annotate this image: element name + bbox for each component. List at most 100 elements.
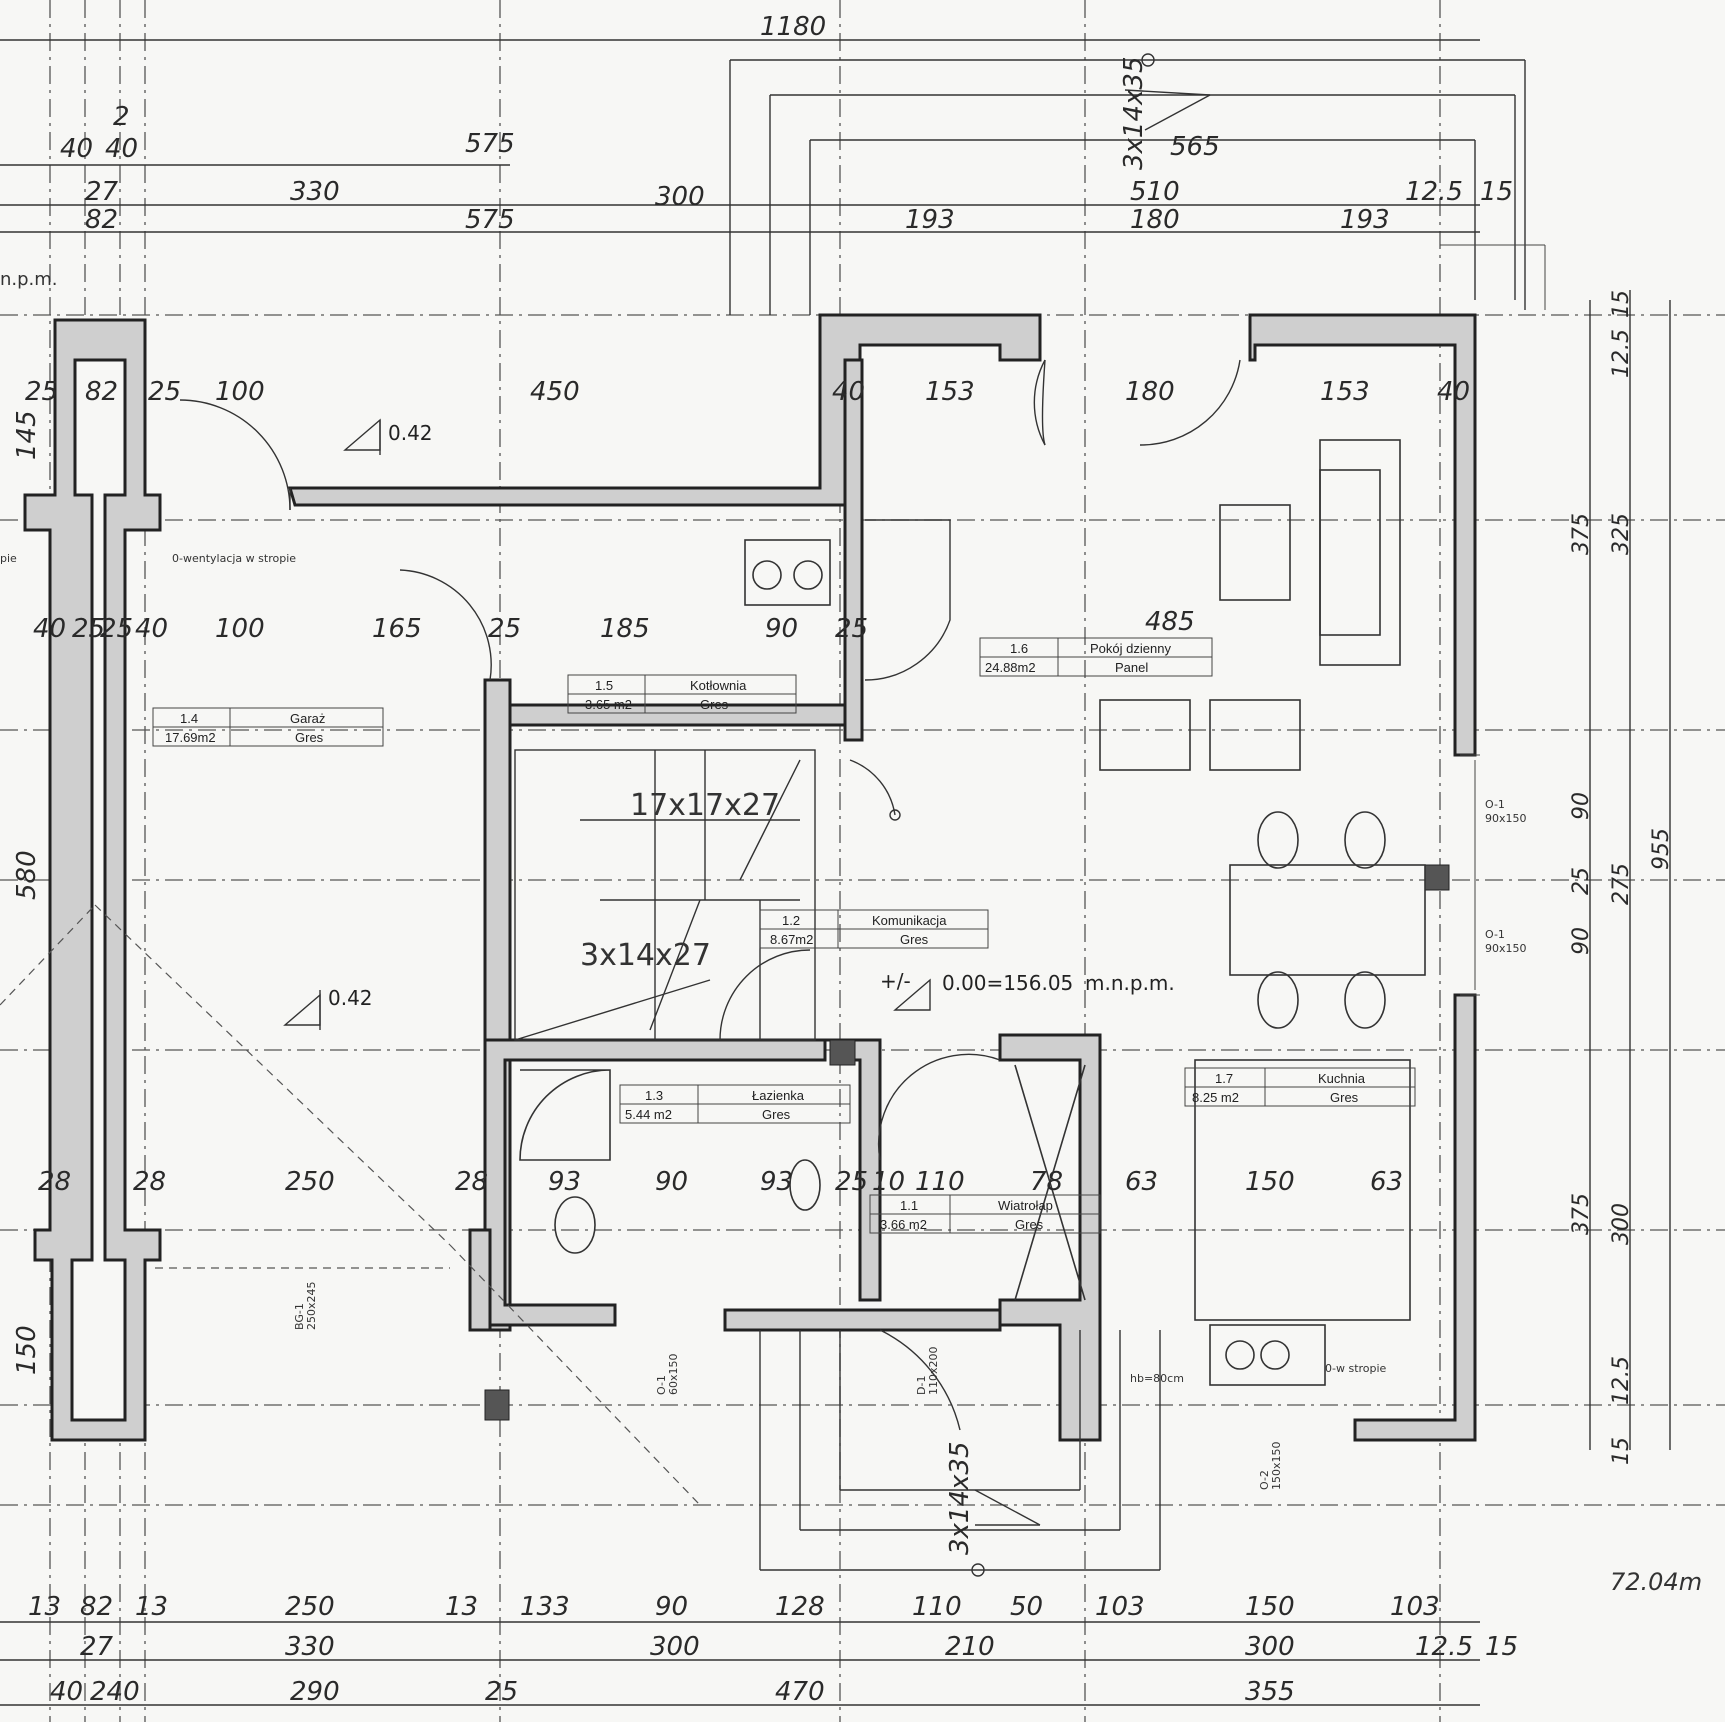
room-komunikacja: 1.2 Komunikacja 8.67m2 Gres xyxy=(759,909,989,949)
svg-text:O-1: O-1 xyxy=(1485,928,1505,941)
level-unit: m.n.p.m. xyxy=(1085,971,1175,995)
dim-12-5: 12.5 xyxy=(1405,177,1463,207)
svg-text:250x245: 250x245 xyxy=(305,1281,318,1330)
svg-text:78: 78 xyxy=(1030,1167,1063,1197)
svg-text:90: 90 xyxy=(1569,792,1594,820)
svg-text:40: 40 xyxy=(33,614,66,644)
svg-text:128: 128 xyxy=(775,1592,825,1622)
dim-180a: 180 xyxy=(1130,205,1180,235)
svg-text:103: 103 xyxy=(1390,1592,1440,1622)
doors xyxy=(179,359,1241,1431)
svg-text:133: 133 xyxy=(520,1592,570,1622)
svg-text:1.7: 1.7 xyxy=(1215,1071,1233,1086)
svg-text:90: 90 xyxy=(765,614,798,644)
wall-top-right xyxy=(1248,313,1477,757)
svg-text:90x150: 90x150 xyxy=(1485,812,1527,825)
svg-text:250: 250 xyxy=(285,1592,335,1622)
dining-table xyxy=(1229,864,1426,976)
svg-text:3.65 m2: 3.65 m2 xyxy=(585,697,632,712)
room-labels: 1.4 Garaż 17.69m2 Gres 1.5 Kotłownia 3.6… xyxy=(152,637,1416,1234)
svg-text:17.69m2: 17.69m2 xyxy=(165,730,216,745)
svg-text:Panel: Panel xyxy=(1115,660,1148,675)
toilet xyxy=(554,1196,596,1254)
svg-text:25: 25 xyxy=(835,1167,868,1197)
coffee-table xyxy=(1219,504,1291,601)
svg-text:153: 153 xyxy=(1320,377,1370,407)
top-dimension-lines xyxy=(0,39,1546,315)
svg-text:82: 82 xyxy=(80,1592,113,1622)
wall-garage-bottom xyxy=(468,1228,492,1332)
svg-text:25: 25 xyxy=(100,614,133,644)
svg-text:Gres: Gres xyxy=(700,697,729,712)
svg-text:28: 28 xyxy=(455,1167,488,1197)
svg-text:90x150: 90x150 xyxy=(1485,942,1527,955)
stair-label-bottom: 3x14x35 xyxy=(945,1442,975,1555)
svg-text:150: 150 xyxy=(1245,1592,1295,1622)
dim-300: 300 xyxy=(655,182,705,212)
svg-text:330: 330 xyxy=(285,1632,335,1662)
svg-text:450: 450 xyxy=(530,377,580,407)
svg-text:93: 93 xyxy=(548,1167,581,1197)
notes: pie 0-wentylacja w stropie 0-w stropie h… xyxy=(0,552,1702,1596)
svg-text:1.3: 1.3 xyxy=(645,1088,663,1103)
room-wiatrolap: 1.1 Wiatrołap 3.66 m2 Gres xyxy=(869,1194,1101,1234)
dim-40b: 40 xyxy=(105,134,138,164)
svg-text:12.5: 12.5 xyxy=(1609,329,1634,378)
partial-nmpm: n.p.m. xyxy=(0,269,58,290)
svg-text:27: 27 xyxy=(80,1632,114,1662)
stair-label-low: 3x14x27 xyxy=(580,938,711,973)
dim-27: 27 xyxy=(85,177,119,207)
svg-text:955: 955 xyxy=(1649,828,1674,870)
room-kotlownia: 1.5 Kotłownia 3.65 m2 Gres xyxy=(567,674,797,714)
wall-top-garage xyxy=(287,313,1042,507)
sink xyxy=(1209,1324,1326,1386)
svg-text:150: 150 xyxy=(12,1325,42,1375)
svg-text:O-1: O-1 xyxy=(1485,798,1505,811)
svg-text:12.5: 12.5 xyxy=(1415,1632,1473,1662)
right-dimension-lines xyxy=(1460,290,1671,1450)
wall-bathroom xyxy=(483,1038,827,1327)
svg-text:12.5: 12.5 xyxy=(1609,1356,1634,1405)
entrance-porch xyxy=(759,1330,1161,1577)
kitchen-counter xyxy=(1194,1059,1411,1321)
svg-text:580: 580 xyxy=(12,850,42,900)
svg-text:185: 185 xyxy=(600,614,650,644)
hb-note: hb=80cm xyxy=(1130,1372,1184,1385)
dim-total: 1180 xyxy=(760,12,826,42)
svg-text:Gres: Gres xyxy=(900,932,929,947)
svg-text:110: 110 xyxy=(915,1167,965,1197)
svg-text:8.67m2: 8.67m2 xyxy=(770,932,813,947)
svg-text:355: 355 xyxy=(1245,1677,1295,1707)
svg-text:Łazienka: Łazienka xyxy=(752,1088,805,1103)
svg-text:25: 25 xyxy=(1569,867,1594,895)
level-main: 0.00=156.05 xyxy=(942,971,1073,995)
room-garaz: 1.4 Garaż 17.69m2 Gres xyxy=(152,707,384,747)
svg-text:Kuchnia: Kuchnia xyxy=(1318,1071,1366,1086)
svg-text:90: 90 xyxy=(1569,927,1594,955)
svg-text:8.25 m2: 8.25 m2 xyxy=(1192,1090,1239,1105)
svg-text:1.6: 1.6 xyxy=(1010,641,1028,656)
right-dimension-labels: 15 12.5 375 325 90 25 275 90 375 300 12.… xyxy=(1569,290,1674,1465)
dim-2: 2 xyxy=(113,102,130,132)
svg-text:180: 180 xyxy=(1125,377,1175,407)
svg-text:24.88m2: 24.88m2 xyxy=(985,660,1036,675)
wall-bottom-entrance xyxy=(723,1308,1002,1332)
dim-565: 565 xyxy=(1170,132,1220,162)
svg-text:40: 40 xyxy=(50,1677,83,1707)
garage-diagonals xyxy=(0,904,701,1506)
svg-text:93: 93 xyxy=(760,1167,793,1197)
svg-text:110x200: 110x200 xyxy=(927,1346,940,1395)
svg-text:1.5: 1.5 xyxy=(595,678,613,693)
svg-text:25: 25 xyxy=(72,614,105,644)
svg-text:O-1: O-1 xyxy=(655,1375,668,1395)
svg-text:375: 375 xyxy=(1569,1193,1594,1235)
dim-510: 510 xyxy=(1130,177,1180,207)
svg-text:1.4: 1.4 xyxy=(180,711,198,726)
svg-text:13: 13 xyxy=(445,1592,478,1622)
svg-text:15: 15 xyxy=(1609,290,1634,318)
svg-text:28: 28 xyxy=(133,1167,166,1197)
bottom-dimension-lines xyxy=(0,1621,1480,1706)
svg-text:100: 100 xyxy=(215,614,265,644)
